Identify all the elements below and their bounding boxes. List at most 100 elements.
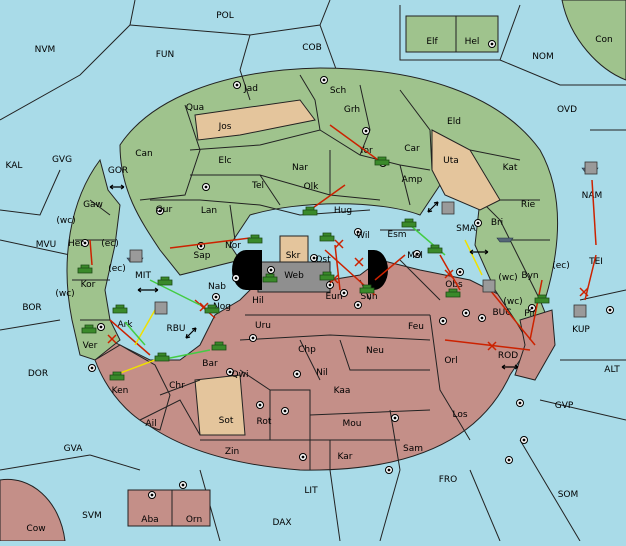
army-unit-icon[interactable] xyxy=(211,341,227,351)
region-label-ken: Ken xyxy=(112,386,129,396)
double-arrow-sma xyxy=(427,201,439,213)
army-unit-icon[interactable] xyxy=(319,232,335,242)
supply-center-dot xyxy=(204,185,208,189)
double-arrow-rbu xyxy=(185,327,197,339)
move-arrow xyxy=(309,184,346,211)
army-unit-icon[interactable] xyxy=(359,284,375,294)
supply-center-dot xyxy=(608,308,612,312)
region-label-byn-ec: (ec) xyxy=(552,261,570,271)
failed-order-marker xyxy=(579,287,589,297)
supply-center-dot xyxy=(342,291,346,295)
move-arrow xyxy=(89,239,93,266)
army-unit-icon[interactable] xyxy=(445,288,461,298)
supply-center-dot xyxy=(181,483,185,487)
dislodged-unit-icon[interactable] xyxy=(129,249,143,263)
region-label-pir-wc: (wc) xyxy=(503,297,522,307)
region-label-tel: Tel xyxy=(251,181,264,191)
region-label-sap: Sap xyxy=(194,251,211,261)
army-unit-icon[interactable] xyxy=(319,271,335,281)
region-label-grh: Grh xyxy=(344,105,360,115)
region-label-uta: Uta xyxy=(443,156,459,166)
supply-center-dot xyxy=(476,221,480,225)
dislodged-unit-icon[interactable] xyxy=(482,279,496,293)
region-label-mou: Mou xyxy=(343,419,362,429)
army-unit-icon[interactable] xyxy=(401,218,417,228)
land-jos xyxy=(194,99,316,141)
land-west-arc xyxy=(66,158,121,361)
land-sot xyxy=(194,374,246,436)
supply-center-dot xyxy=(301,455,305,459)
region-label-kor-ec: (ec) xyxy=(108,264,126,274)
convoy-arrow xyxy=(124,321,146,346)
region-label-eld: Eld xyxy=(447,117,461,127)
region-label-zin: Zin xyxy=(225,447,239,457)
double-arrow-mit xyxy=(137,287,159,293)
region-label-bar: Bar xyxy=(202,359,218,369)
supply-centers xyxy=(81,40,614,499)
region-label-qua: Qua xyxy=(186,103,204,113)
move-arrow xyxy=(444,339,531,351)
support-arrow xyxy=(114,359,156,376)
army-unit-icon[interactable] xyxy=(109,371,125,381)
fleet-unit-icon[interactable] xyxy=(496,237,514,243)
region-label-hug: Hug xyxy=(334,206,352,216)
region-label-svm: SVM xyxy=(82,511,102,521)
army-unit-icon[interactable] xyxy=(534,294,550,304)
supply-center-dot xyxy=(530,306,534,310)
supply-center-dot xyxy=(356,230,360,234)
army-unit-icon[interactable] xyxy=(157,276,173,286)
region-label-sot: Sot xyxy=(219,416,234,426)
supply-center-dot xyxy=(283,409,287,413)
supply-center-dot xyxy=(507,458,511,462)
supply-center-dot xyxy=(251,336,255,340)
region-label-byn-wc: (wc) xyxy=(498,273,517,283)
region-label-nor: Nor xyxy=(225,241,241,251)
region-label-uru: Uru xyxy=(255,321,271,331)
army-unit-icon[interactable] xyxy=(374,156,390,166)
region-label-dor: DOR xyxy=(28,369,48,379)
army-unit-icon[interactable] xyxy=(427,244,443,254)
region-label-alt: ALT xyxy=(604,365,620,375)
army-unit-icon[interactable] xyxy=(302,206,318,216)
region-label-fro: FRO xyxy=(439,475,458,485)
move-arrow xyxy=(169,237,251,249)
region-label-obs: Obs xyxy=(445,280,463,290)
region-label-rbu: RBU xyxy=(166,324,185,334)
region-label-ark: Ark xyxy=(117,320,133,330)
army-unit-icon[interactable] xyxy=(81,324,97,334)
region-label-can: Can xyxy=(135,149,153,159)
supply-center-dot xyxy=(441,319,445,323)
region-label-neu: Neu xyxy=(366,346,384,356)
region-label-bri: Bri xyxy=(491,218,503,228)
army-unit-icon[interactable] xyxy=(77,264,93,274)
dislodged-unit-icon[interactable] xyxy=(584,161,598,175)
region-label-skr: Skr xyxy=(286,251,301,261)
move-arrow xyxy=(584,254,597,301)
failed-order-marker xyxy=(444,269,454,279)
supply-center-dot xyxy=(214,295,218,299)
dislodged-unit-icon[interactable] xyxy=(154,301,168,315)
army-unit-icon[interactable] xyxy=(204,304,220,314)
army-unit-icon[interactable] xyxy=(262,273,278,283)
region-label-nar: Nar xyxy=(292,163,308,173)
land-west-arc-south xyxy=(94,344,171,431)
dislodged-unit-icon[interactable] xyxy=(441,201,455,215)
army-unit-icon[interactable] xyxy=(154,352,170,362)
move-arrow xyxy=(109,319,151,356)
move-arrow xyxy=(374,254,406,281)
support-arrow xyxy=(134,309,156,346)
units-layer xyxy=(77,156,599,381)
region-label-cob: COB xyxy=(302,43,322,53)
double-arrow-gor xyxy=(109,184,125,190)
region-label-som: SOM xyxy=(558,490,579,500)
move-arrow xyxy=(334,244,341,291)
region-label-sch: Sch xyxy=(330,86,346,96)
dislodged-unit-icon[interactable] xyxy=(573,304,587,318)
army-unit-icon[interactable] xyxy=(112,304,128,314)
supply-center-dot xyxy=(150,493,154,497)
supply-center-dot xyxy=(258,403,262,407)
army-unit-icon[interactable] xyxy=(247,234,263,244)
